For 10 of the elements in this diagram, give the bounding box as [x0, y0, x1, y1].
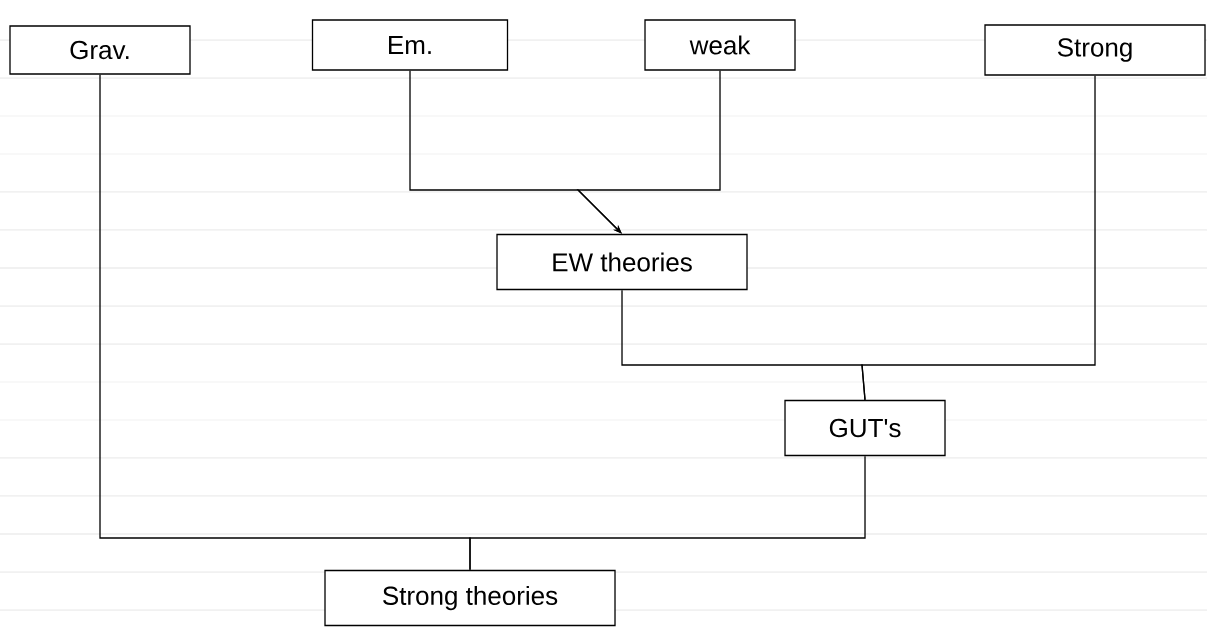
label-box: Strong	[984, 24, 1206, 76]
connector-line	[861, 75, 1096, 401]
label-box: Strong theories	[324, 569, 616, 627]
connector-line	[576, 70, 721, 234]
connector-line	[469, 455, 866, 571]
label-box: Em.	[311, 19, 509, 71]
label-box: Grav.	[9, 25, 191, 75]
label-box: EW theories	[496, 233, 748, 291]
label-box: GUT's	[784, 399, 946, 457]
label-box: weak	[644, 19, 796, 71]
